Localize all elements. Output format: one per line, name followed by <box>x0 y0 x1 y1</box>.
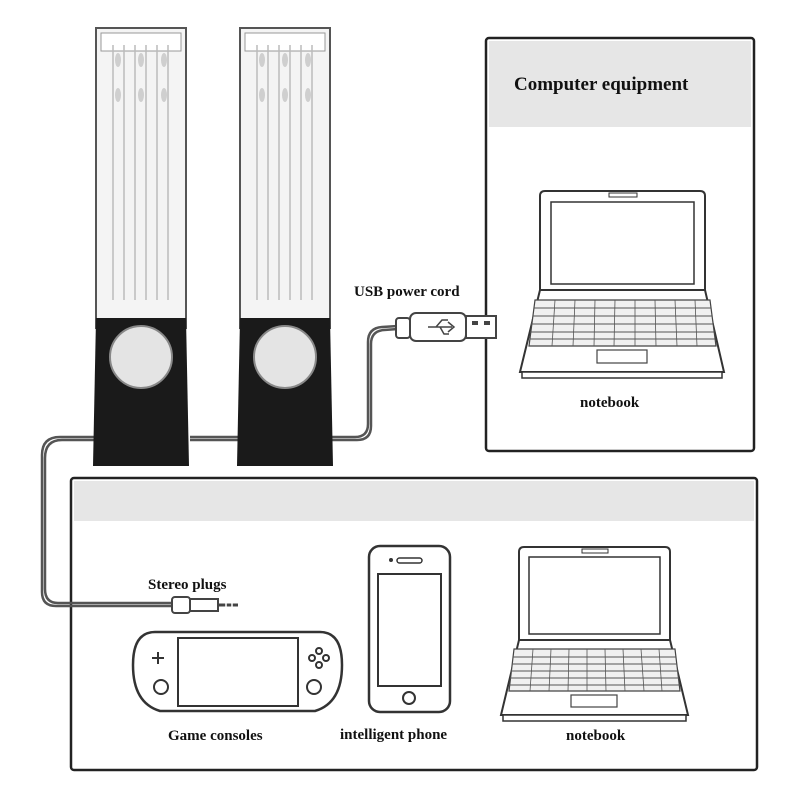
usb-power-cord-label: USB power cord <box>354 284 460 300</box>
notebook-label-bottom: notebook <box>566 728 626 744</box>
game-consoles-label: Game consoles <box>168 728 263 744</box>
water-speaker-icon <box>93 27 189 466</box>
notebook-label-top: notebook <box>580 395 640 411</box>
computer-equipment-title: Computer equipment <box>514 74 689 95</box>
game-console-icon <box>131 630 344 713</box>
smartphone-icon <box>367 544 452 714</box>
intelligent-phone-label: intelligent phone <box>340 727 448 743</box>
audio-cable <box>40 435 240 608</box>
usb-cable <box>330 324 399 442</box>
laptop-icon <box>518 190 726 379</box>
stereo-plugs-label: Stereo plugs <box>148 577 227 593</box>
laptop-icon <box>499 546 690 722</box>
audio-jack-icon <box>171 596 238 614</box>
water-speaker-icon <box>237 27 333 466</box>
usb-plug-icon <box>395 312 497 342</box>
